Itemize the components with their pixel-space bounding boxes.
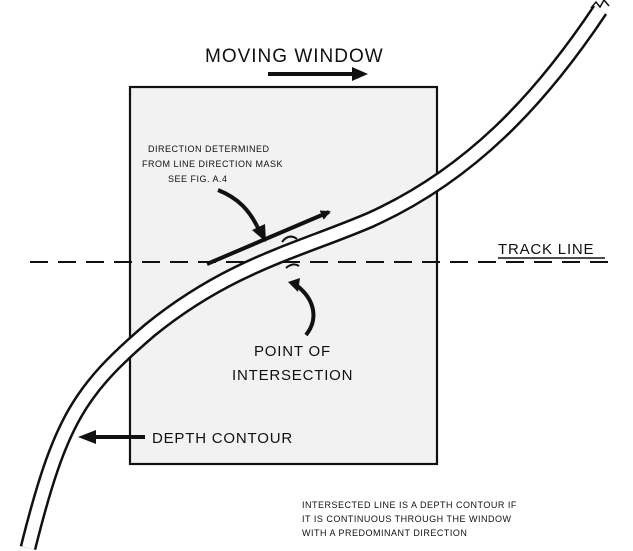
point-of-intersection-line-1: POINT OF [254, 343, 331, 360]
moving-window-box [128, 85, 439, 466]
direction-note-line-1: DIRECTION DETERMINED [148, 144, 270, 154]
footnote-line-2: IT IS CONTINUOUS THROUGH THE WINDOW [302, 514, 512, 524]
footnote-line-1: INTERSECTED LINE IS A DEPTH CONTOUR IF [302, 500, 517, 510]
contour-torn-edge [590, 0, 610, 9]
intersection-mark-upper [281, 235, 298, 243]
direction-arrow [206, 210, 331, 266]
note-pointer-arrow [217, 188, 262, 233]
intersection-pointer-head [288, 278, 300, 292]
intersection-mark-lower [285, 263, 300, 269]
moving-window-arrow-head [352, 67, 368, 81]
depth-contour-band [22, 6, 605, 550]
direction-note-line-3: SEE FIG. A.4 [168, 174, 228, 184]
direction-note-line-2: FROM LINE DIRECTION MASK [142, 159, 283, 169]
track-line-label: TRACK LINE [498, 241, 594, 258]
intersection-pointer-arrow [294, 283, 316, 337]
footnote-line-3: WITH A PREDOMINANT DIRECTION [302, 528, 467, 538]
point-of-intersection-line-2: INTERSECTION [232, 367, 353, 384]
depth-contour-pointer-head [78, 430, 96, 444]
note-pointer-head [252, 224, 266, 242]
moving-window-label: MOVING WINDOW [205, 46, 384, 67]
depth-contour-label: DEPTH CONTOUR [152, 430, 293, 447]
